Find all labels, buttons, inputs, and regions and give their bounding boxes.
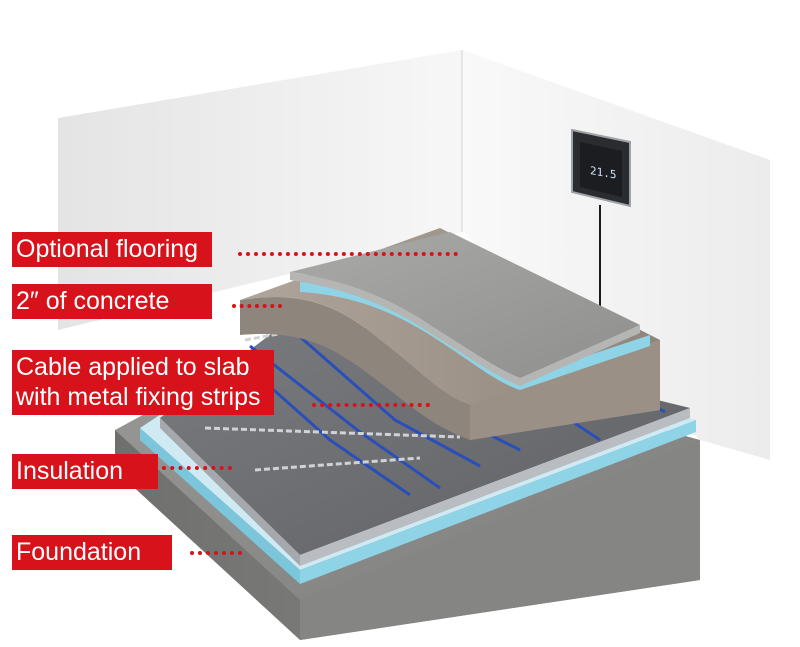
label-concrete: 2″ of concrete [12, 284, 212, 319]
leader-cable [312, 403, 430, 411]
leader-insulation [162, 466, 232, 474]
flooring-layer [290, 232, 640, 386]
leader-optional-flooring [238, 252, 458, 260]
flooring-underlay [300, 282, 650, 390]
label-text: with metal fixing strips [16, 383, 261, 411]
label-optional-flooring: Optional flooring [12, 232, 212, 267]
thermostat-display: 21.5 [590, 164, 616, 182]
label-text: Insulation [16, 457, 124, 485]
label-text: Optional flooring [16, 235, 199, 263]
label-text: Foundation [16, 538, 142, 566]
label-insulation: Insulation [12, 454, 158, 489]
label-text: Cable applied to slab [16, 353, 250, 381]
label-text: 2″ of concrete [16, 287, 170, 315]
label-foundation: Foundation [12, 535, 172, 570]
right-wall [462, 50, 770, 460]
label-cable: Cable applied to slab with metal fixing … [12, 350, 274, 415]
leader-concrete [232, 304, 282, 312]
leader-foundation [190, 551, 242, 559]
